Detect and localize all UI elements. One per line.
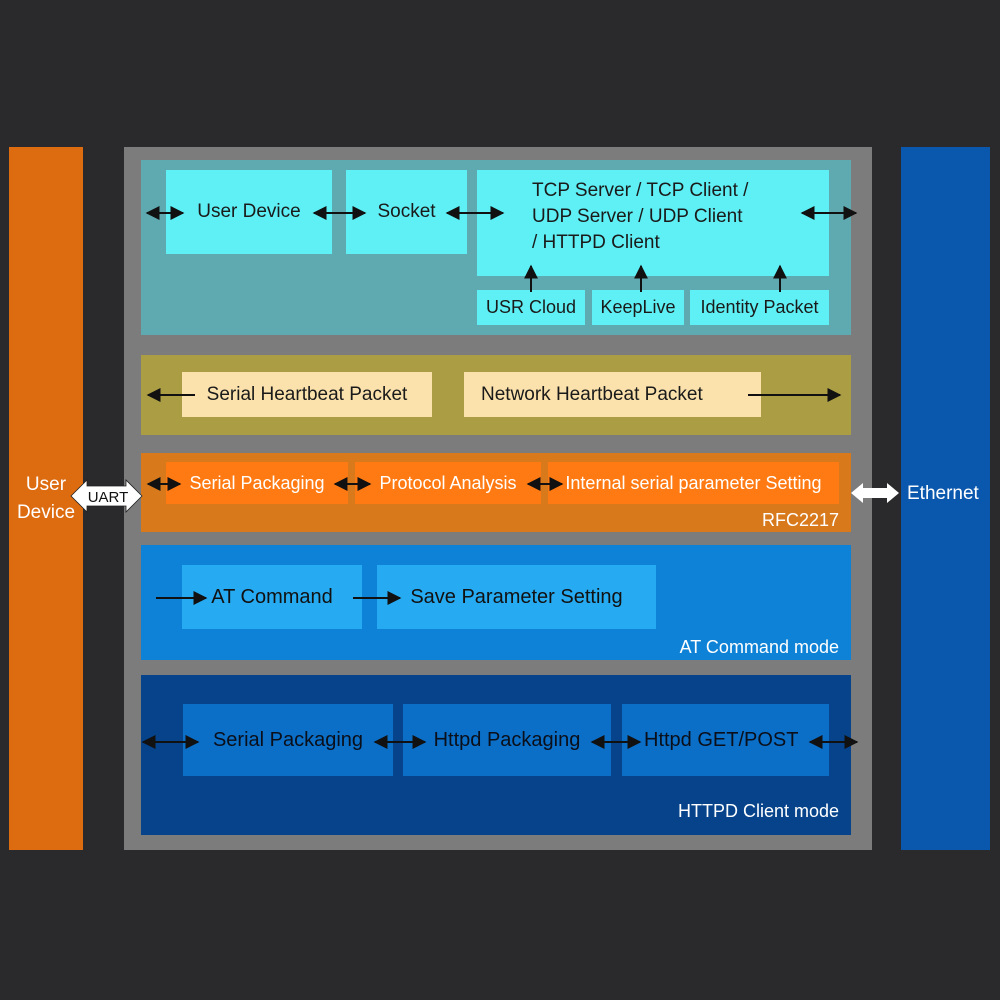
protocol-line: UDP Server / UDP Client bbox=[532, 206, 743, 227]
serial-parameter-box: Internal serial parameter Setting bbox=[548, 462, 839, 504]
network-heartbeat-box: Network Heartbeat Packet bbox=[464, 372, 761, 417]
at-command-mode-label: AT Command mode bbox=[679, 637, 839, 657]
ethernet-bar: Ethernet bbox=[901, 147, 990, 850]
usr-cloud-box: USR Cloud bbox=[477, 290, 585, 325]
rfc2217-label: RFC2217 bbox=[761, 510, 839, 530]
protocol-line: / HTTPD Client bbox=[532, 232, 660, 253]
user-device-box: User Device bbox=[166, 170, 332, 254]
protocol-line: TCP Server / TCP Client / bbox=[532, 180, 749, 201]
serial-heartbeat-box: Serial Heartbeat Packet bbox=[182, 372, 432, 417]
protocol-analysis-box: Protocol Analysis bbox=[355, 462, 541, 504]
httpd-serial-packaging-box: Serial Packaging bbox=[183, 704, 393, 776]
httpd-get-post-box: Httpd GET/POST bbox=[622, 704, 829, 776]
user-device-bar: User Device bbox=[9, 147, 83, 850]
user-device-label: User Device bbox=[16, 473, 76, 523]
uart-label: UART bbox=[88, 489, 129, 506]
save-parameter-box: Save Parameter Setting bbox=[377, 565, 656, 629]
identity-packet-box: Identity Packet bbox=[690, 290, 829, 325]
keeplive-box: KeepLive bbox=[592, 290, 684, 325]
rfc-serial-packaging-box: Serial Packaging bbox=[166, 462, 348, 504]
ethernet-label: Ethernet bbox=[907, 483, 979, 504]
httpd-packaging-box: Httpd Packaging bbox=[403, 704, 611, 776]
at-command-box: AT Command bbox=[182, 565, 362, 629]
protocol-box: TCP Server / TCP Client / UDP Server / U… bbox=[477, 170, 829, 276]
socket-box: Socket bbox=[346, 170, 467, 254]
httpd-client-mode-label: HTTPD Client mode bbox=[677, 801, 839, 821]
